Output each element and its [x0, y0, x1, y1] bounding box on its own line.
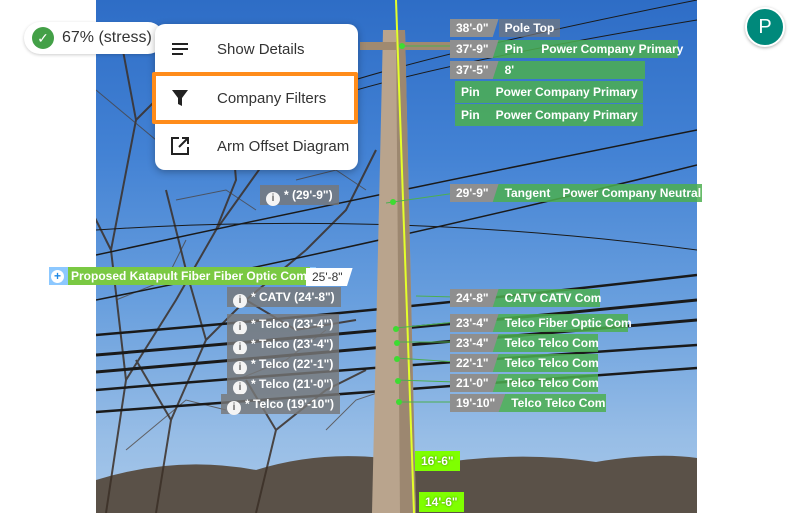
info-icon[interactable]: i	[266, 192, 280, 206]
check-circle-icon: ✓	[32, 27, 54, 49]
stress-indicator[interactable]: ✓ 67% (stress)	[24, 22, 164, 54]
attachment-label[interactable]: 23'-4"Telco Telco Com	[450, 334, 605, 352]
photo-scene	[96, 0, 697, 513]
wire-label[interactable]: i* (29'-9")	[260, 185, 339, 206]
attachment-label[interactable]: 24'-8"CATV CATV Com	[450, 289, 607, 307]
stress-value: 67% (stress)	[62, 29, 152, 46]
info-icon[interactable]: i	[233, 361, 247, 375]
proposed-height: 25'-8"	[306, 268, 353, 286]
info-icon[interactable]: i	[233, 294, 247, 308]
attachment-label[interactable]: 19'-10"Telco Telco Com	[450, 394, 611, 412]
wire-label[interactable]: i* CATV (24'-8")	[227, 287, 341, 308]
info-icon[interactable]: i	[233, 341, 247, 355]
highlight-outline	[152, 72, 358, 124]
attachment-label[interactable]: 37'-5"8'	[450, 61, 520, 79]
measure-label: 14'-6"	[419, 492, 464, 512]
wire-label[interactable]: i* Telco (22'-1")	[227, 354, 340, 375]
user-avatar[interactable]: P	[745, 7, 785, 47]
list-icon	[169, 38, 191, 60]
wire-label[interactable]: i* Telco (21'-0")	[227, 374, 340, 395]
add-icon[interactable]: +	[51, 269, 64, 283]
menu-item-arm-offset-diagram[interactable]: Arm Offset Diagram	[155, 122, 358, 170]
attachment-label[interactable]: 38'-0"Pole Top	[450, 19, 561, 37]
open-in-new-icon	[169, 135, 191, 157]
attachment-label[interactable]: 21'-0"Telco Telco Com	[450, 374, 605, 392]
menu-item-show-details[interactable]: Show Details	[155, 25, 358, 73]
attachment-label[interactable]: 23'-4"Telco Fiber Optic Com	[450, 314, 638, 332]
attachment-type: Pole Top	[498, 19, 561, 37]
wire-label[interactable]: i* Telco (23'-4")	[227, 334, 340, 355]
proposed-attachment-label[interactable]: +Proposed Katapult Fiber Fiber Optic Com	[49, 267, 317, 285]
wire-label[interactable]: i* Telco (23'-4")	[227, 314, 340, 335]
info-icon[interactable]: i	[233, 321, 247, 335]
attachment-label[interactable]: 22'-1"Telco Telco Com	[450, 354, 605, 372]
wire-label[interactable]: i* Telco (19'-10")	[221, 394, 341, 415]
menu-item-company-filters[interactable]: Company Filters	[155, 74, 358, 122]
context-menu: Show Details Company Filters Arm Offset …	[155, 24, 358, 170]
info-icon[interactable]: i	[227, 401, 241, 415]
measure-label: 16'-6"	[415, 451, 460, 471]
info-icon[interactable]: i	[233, 381, 247, 395]
filter-icon	[169, 87, 191, 109]
